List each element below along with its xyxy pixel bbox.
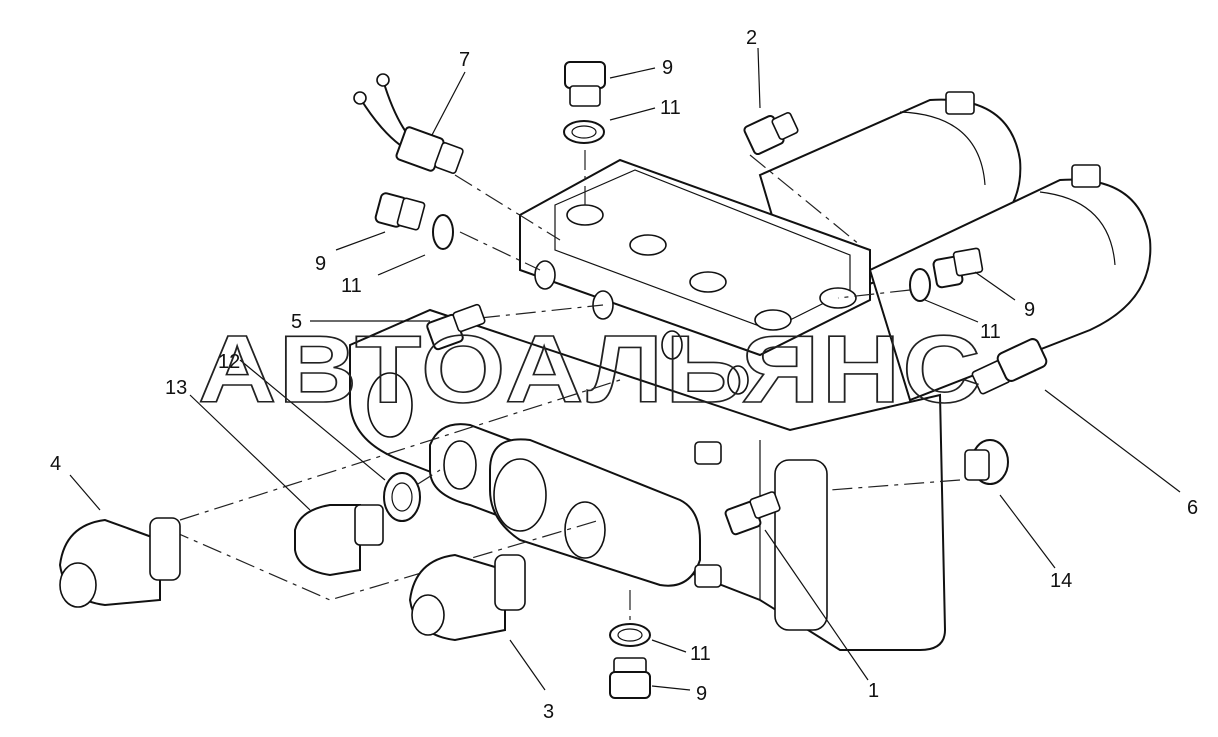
adapter-3 xyxy=(408,553,526,642)
side-port-4 xyxy=(727,365,749,395)
callout-11-left: 11 xyxy=(341,275,362,297)
washer-12 xyxy=(383,472,421,522)
lower-valve-body xyxy=(349,308,947,651)
plug-9-left xyxy=(374,192,426,231)
fitting-5 xyxy=(426,303,486,351)
assembly-centerlines xyxy=(169,150,961,620)
callout-14: 14 xyxy=(1050,570,1072,592)
side-port-3 xyxy=(661,330,683,360)
top-port-4 xyxy=(754,309,792,331)
upper-valve-block xyxy=(519,158,871,395)
washer-11-right xyxy=(909,268,931,302)
fitting-6 xyxy=(971,338,1048,395)
callout-2: 2 xyxy=(746,27,757,49)
top-port-2 xyxy=(629,234,667,256)
adapter-13 xyxy=(294,504,384,577)
callout-11-bottom: 11 xyxy=(690,643,711,665)
callout-9-left: 9 xyxy=(315,253,326,275)
callout-4: 4 xyxy=(50,453,61,475)
side-plate xyxy=(774,459,828,631)
leader-lines xyxy=(69,47,1181,691)
callout-labels: 1 2 3 4 5 6 7 9 9 9 9 11 11 11 11 12 13 … xyxy=(50,27,1198,723)
callout-7: 7 xyxy=(459,49,470,71)
callout-1: 1 xyxy=(868,680,879,702)
plug-9-bottom xyxy=(609,657,651,699)
callout-9-right: 9 xyxy=(1024,299,1035,321)
callout-6: 6 xyxy=(1187,497,1198,519)
washer-11-top xyxy=(563,120,605,144)
plug-9-top xyxy=(564,61,606,107)
top-port-3 xyxy=(689,271,727,293)
washer-11-left xyxy=(432,214,454,250)
callout-3: 3 xyxy=(543,701,554,723)
adapter-4 xyxy=(58,517,181,608)
plug-9-right xyxy=(932,247,984,289)
sensor-with-wires-7 xyxy=(353,73,464,174)
callout-9-top: 9 xyxy=(662,57,673,79)
plug-14 xyxy=(964,439,1009,485)
top-port-1 xyxy=(566,204,604,226)
fitting-1 xyxy=(724,491,781,536)
side-port-1 xyxy=(534,260,556,290)
callout-9-bottom: 9 xyxy=(696,683,707,705)
callout-5: 5 xyxy=(291,311,302,333)
callout-13: 13 xyxy=(165,377,187,399)
fitting-2 xyxy=(743,111,799,156)
callout-11-right: 11 xyxy=(980,321,1001,343)
callout-12: 12 xyxy=(218,351,240,373)
watermark-text: АВТОАЛЬЯНС xyxy=(198,316,983,423)
washer-11-bottom xyxy=(609,623,651,647)
callout-11-top: 11 xyxy=(660,97,681,119)
